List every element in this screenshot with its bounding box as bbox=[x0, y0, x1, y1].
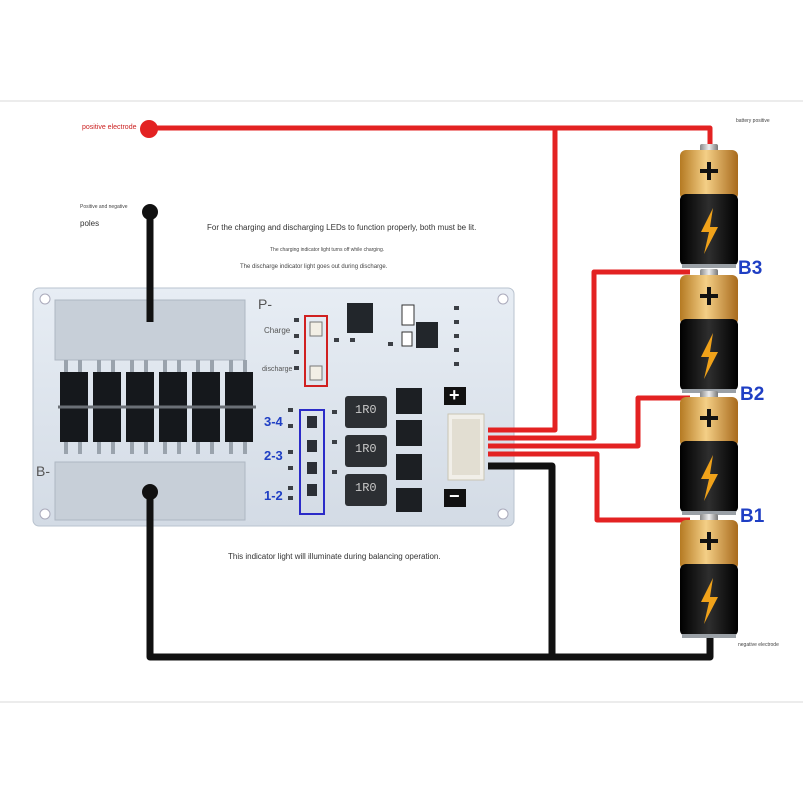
negative-terminal-bottom bbox=[142, 484, 158, 500]
mosfet-row bbox=[58, 372, 256, 442]
balance-1-2-label: 1-2 bbox=[264, 488, 283, 503]
poles-label-line2: poles bbox=[80, 219, 100, 228]
b-minus-label: B- bbox=[36, 463, 50, 479]
negative-wires bbox=[146, 214, 714, 661]
battery-plus-icon bbox=[700, 409, 718, 427]
lightning-icon bbox=[701, 455, 718, 501]
battery-cell bbox=[680, 144, 738, 268]
protection-ic bbox=[416, 322, 438, 348]
battery-b1-label: B1 bbox=[740, 506, 765, 527]
inductor-2-label: 1R0 bbox=[355, 442, 377, 456]
plus-sign: + bbox=[449, 385, 460, 405]
p-minus-label: P- bbox=[258, 296, 272, 312]
discharge-label: discharge bbox=[262, 366, 293, 373]
battery-plus-icon bbox=[700, 162, 718, 180]
negative-marker bbox=[444, 489, 466, 507]
battery-b3-label: B3 bbox=[738, 258, 763, 279]
balance-note: This indicator light will illuminate dur… bbox=[228, 552, 441, 561]
charge-led-box bbox=[304, 315, 328, 387]
positive-marker bbox=[444, 387, 466, 405]
charge-label: Charge bbox=[264, 326, 291, 335]
poles-label-line1: Positive and negative bbox=[80, 204, 128, 210]
positive-terminal bbox=[140, 120, 158, 138]
balance-2-3-label: 2-3 bbox=[264, 448, 283, 463]
battery-cell bbox=[680, 514, 738, 638]
battery-plus-icon bbox=[700, 532, 718, 550]
inductor-3-label: 1R0 bbox=[355, 481, 377, 495]
inductor-2 bbox=[345, 435, 387, 467]
discharge-note: The discharge indicator light goes out d… bbox=[240, 264, 388, 270]
balance-led-box bbox=[299, 409, 325, 515]
inductor-1-label: 1R0 bbox=[355, 403, 377, 417]
lightning-icon bbox=[701, 578, 718, 624]
inductor-1 bbox=[345, 396, 387, 428]
positive-electrode-label: positive electrode bbox=[82, 124, 137, 131]
led-note: For the charging and discharging LEDs to… bbox=[207, 223, 477, 232]
minus-sign: − bbox=[449, 486, 460, 506]
inductor-3 bbox=[345, 474, 387, 506]
balance-3-4-label: 3-4 bbox=[264, 414, 283, 429]
battery-positive-label: battery positive bbox=[736, 118, 770, 124]
lightning-icon bbox=[701, 333, 718, 379]
battery-b2-label: B2 bbox=[740, 384, 765, 405]
battery-stack bbox=[680, 144, 738, 638]
lightning-icon bbox=[701, 208, 718, 254]
battery-plus-icon bbox=[700, 287, 718, 305]
negative-electrode-label: negative electrode bbox=[738, 642, 779, 648]
controller-ic bbox=[347, 303, 373, 333]
negative-terminal-top bbox=[142, 204, 158, 220]
charge-note: The charging indicator light turns off w… bbox=[270, 247, 385, 253]
battery-cell bbox=[680, 391, 738, 515]
battery-cell bbox=[680, 269, 738, 393]
